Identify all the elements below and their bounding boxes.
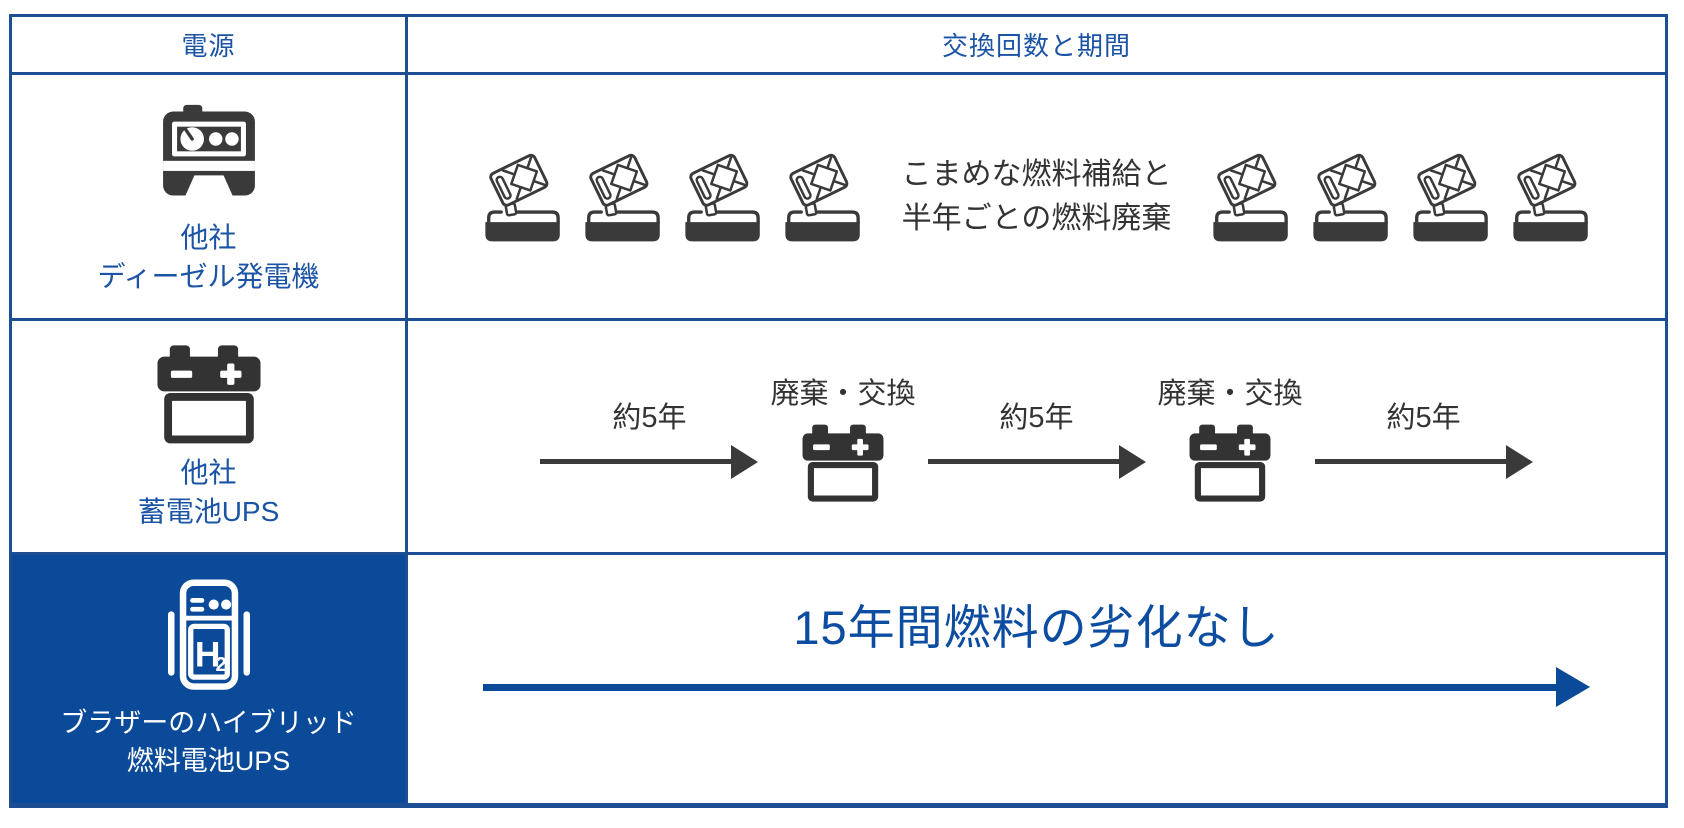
storage-battery-icon [799,420,887,504]
diesel-generator-icon [160,103,257,198]
header-power-source: 電源 [12,17,408,75]
row-fuelcell-label: ブラザーのハイブリッド 燃料電池UPS [60,707,357,776]
timeline-arrow-2: 約5年 [927,394,1146,480]
h2-fuel-cell-icon [150,578,268,696]
comparison-table: 電源 交換回数と期間 他社 ディーゼル発電機 こまめな燃料補給と 半年ごとの燃料… [9,14,1668,808]
row-battery-content: 約5年 廃棄・交換 約5年 廃棄・交換 約5年 [408,321,1665,555]
fuel-can-refill-icon [783,151,861,243]
timeline-battery-2: 廃棄・交換 [1158,370,1303,504]
fuel-can-refill-icon [1311,151,1389,243]
arrow-right-icon [927,444,1146,480]
row-diesel-label: 他社 ディーゼル発電機 [97,221,320,292]
row-battery-header: 他社 蓄電池UPS [12,321,408,555]
row-fuelcell-content: 15年間燃料の劣化なし [408,555,1665,803]
header-power-source-label: 電源 [181,31,236,61]
fuel-can-refill-icon [683,151,761,243]
fuel-can-refill-icon [1211,151,1289,243]
long-arrow-right-icon [483,664,1590,710]
fuel-can-refill-icon [483,151,561,243]
arrow-right-icon [1314,444,1533,480]
timeline-arrow-1: 約5年 [540,394,759,480]
fuel-note: こまめな燃料補給と 半年ごとの燃料廃棄 [901,158,1172,235]
row-fuelcell-header: ブラザーのハイブリッド 燃料電池UPS [12,555,408,803]
row-diesel-header: 他社 ディーゼル発電機 [12,75,408,321]
arrow-right-icon [540,444,759,480]
row-battery-label: 他社 蓄電池UPS [137,456,280,527]
header-replacement-period: 交換回数と期間 [408,17,1665,75]
fuel-can-refill-icon [1511,151,1589,243]
timeline-battery-1: 廃棄・交換 [770,370,916,504]
no-degradation-headline: 15年間燃料の劣化なし [793,601,1280,654]
header-replacement-period-label: 交換回数と期間 [941,31,1131,61]
row-diesel-content: こまめな燃料補給と 半年ごとの燃料廃棄 [408,75,1665,321]
storage-battery-icon [153,342,265,444]
timeline-arrow-3: 約5年 [1314,394,1533,480]
storage-battery-icon [1186,420,1274,504]
fuel-can-refill-icon [583,151,661,243]
fuel-can-refill-icon [1411,151,1489,243]
